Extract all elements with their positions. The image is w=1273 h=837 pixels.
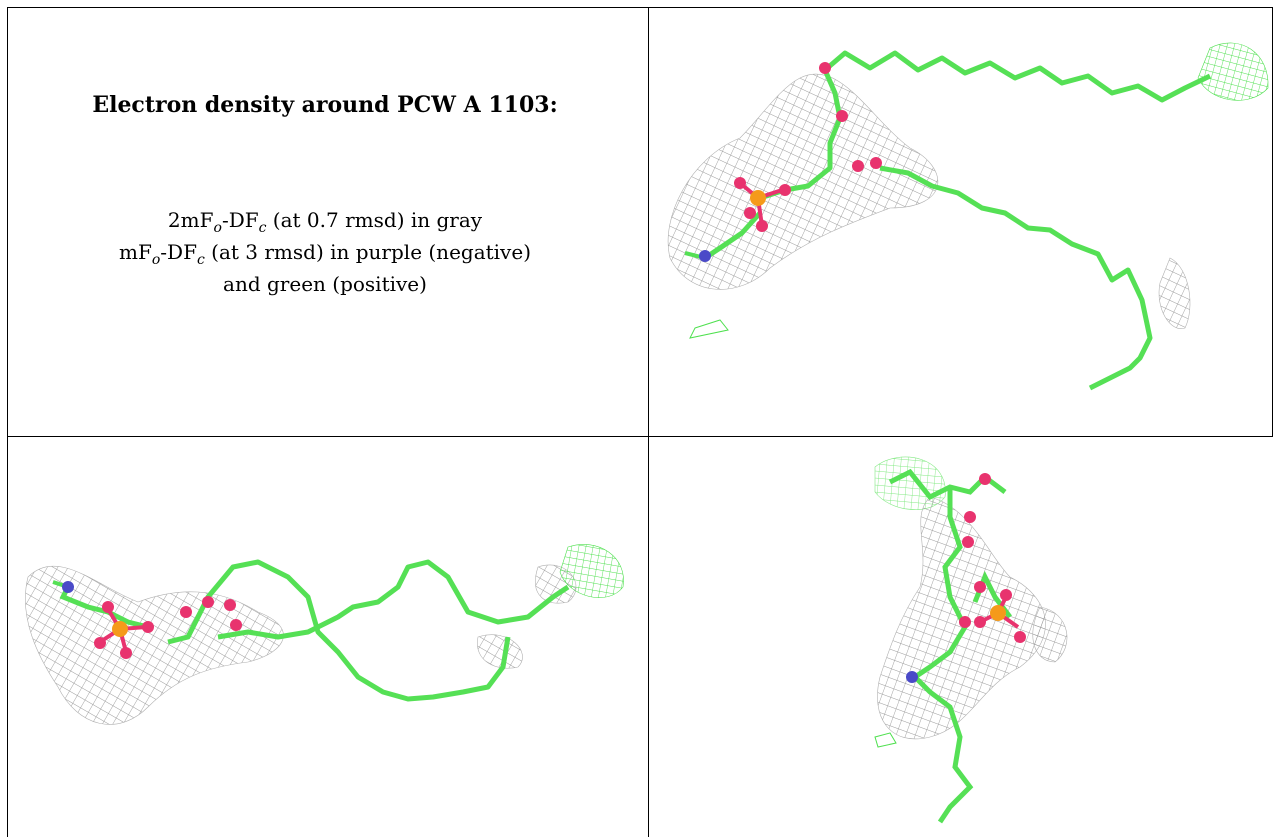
oxygen-atom xyxy=(120,647,132,659)
caption-title: Electron density around PCW A 1103: xyxy=(92,92,558,118)
density-mesh-gray xyxy=(1032,606,1068,663)
caption-line-2: mFo-DFc (at 3 rmsd) in purple (negative) xyxy=(20,240,630,268)
oxygen-atom xyxy=(779,184,791,196)
table-divider-vertical xyxy=(648,7,649,837)
density-mesh-gray xyxy=(477,634,523,669)
carbon-chain xyxy=(703,211,762,261)
carbon-chain xyxy=(879,165,1153,391)
caption-cell: Electron density around PCW A 1103: 2mFo… xyxy=(20,0,630,436)
molecule-view-bottom-right xyxy=(650,437,1272,837)
oxygen-atom xyxy=(202,596,214,608)
carbon-chain xyxy=(913,675,974,824)
table-divider-horizontal xyxy=(7,436,1273,437)
caption-line-1-prefix: 2mF xyxy=(167,208,214,232)
carbon-chain xyxy=(823,50,1212,103)
caption-line-2-prefix: mF xyxy=(119,240,152,264)
table-border-top xyxy=(7,7,1273,8)
caption-line-2-suffix: (at 3 rmsd) in purple (negative) xyxy=(204,240,531,264)
oxygen-atom xyxy=(979,473,991,485)
caption-line-1-suffix: (at 0.7 rmsd) in gray xyxy=(266,208,483,232)
oxygen-atom xyxy=(1014,631,1026,643)
phosphorus-atom xyxy=(750,190,766,206)
caption-line-1: 2mFo-DFc (at 0.7 rmsd) in gray xyxy=(20,208,630,236)
caption-line-2-sub-o: o xyxy=(151,252,161,268)
table-border-left xyxy=(7,7,8,837)
density-mesh-green xyxy=(559,544,624,598)
caption-line-1-sub-o: o xyxy=(213,220,222,236)
molecule-view-bottom-left xyxy=(8,437,648,837)
oxygen-atom xyxy=(230,619,242,631)
carbon-chain xyxy=(167,559,511,702)
oxygen-atom xyxy=(870,157,882,169)
oxygen-atom xyxy=(819,62,831,74)
oxygen-atom xyxy=(852,160,864,172)
density-mesh-green xyxy=(1197,42,1269,101)
density-mesh-green xyxy=(874,732,897,748)
caption-line-1-mid: -DF xyxy=(221,208,259,232)
oxygen-atom xyxy=(962,536,974,548)
carbon-chain xyxy=(59,585,149,630)
oxygen-atom xyxy=(224,599,236,611)
oxygen-atom xyxy=(734,177,746,189)
molecule-view-top-right xyxy=(650,8,1272,435)
phosphorus-atom xyxy=(112,621,128,637)
carbon-chain xyxy=(913,487,968,680)
caption-line-2-mid: -DF xyxy=(160,240,197,264)
phosphorus-atom xyxy=(990,605,1006,621)
oxygen-atom xyxy=(974,581,986,593)
oxygen-atom xyxy=(1000,589,1012,601)
oxygen-atom xyxy=(180,606,192,618)
density-mesh-gray xyxy=(1158,257,1191,329)
caption-line-3: and green (positive) xyxy=(223,272,427,296)
carbon-chain xyxy=(217,559,570,640)
oxygen-atom xyxy=(964,511,976,523)
oxygen-atom xyxy=(974,616,986,628)
caption-line-1-sub-c: c xyxy=(258,220,267,236)
oxygen-atom xyxy=(756,220,768,232)
density-mesh-green xyxy=(689,319,729,339)
nitrogen-atom xyxy=(699,250,711,262)
oxygen-atom xyxy=(142,621,154,633)
oxygen-atom xyxy=(94,637,106,649)
nitrogen-atom xyxy=(62,581,74,593)
oxygen-atom xyxy=(959,616,971,628)
oxygen-atom xyxy=(836,110,848,122)
nitrogen-atom xyxy=(906,671,918,683)
oxygen-atom xyxy=(744,207,756,219)
oxygen-atom xyxy=(102,601,114,613)
caption-line-2-sub-c: c xyxy=(196,252,205,268)
